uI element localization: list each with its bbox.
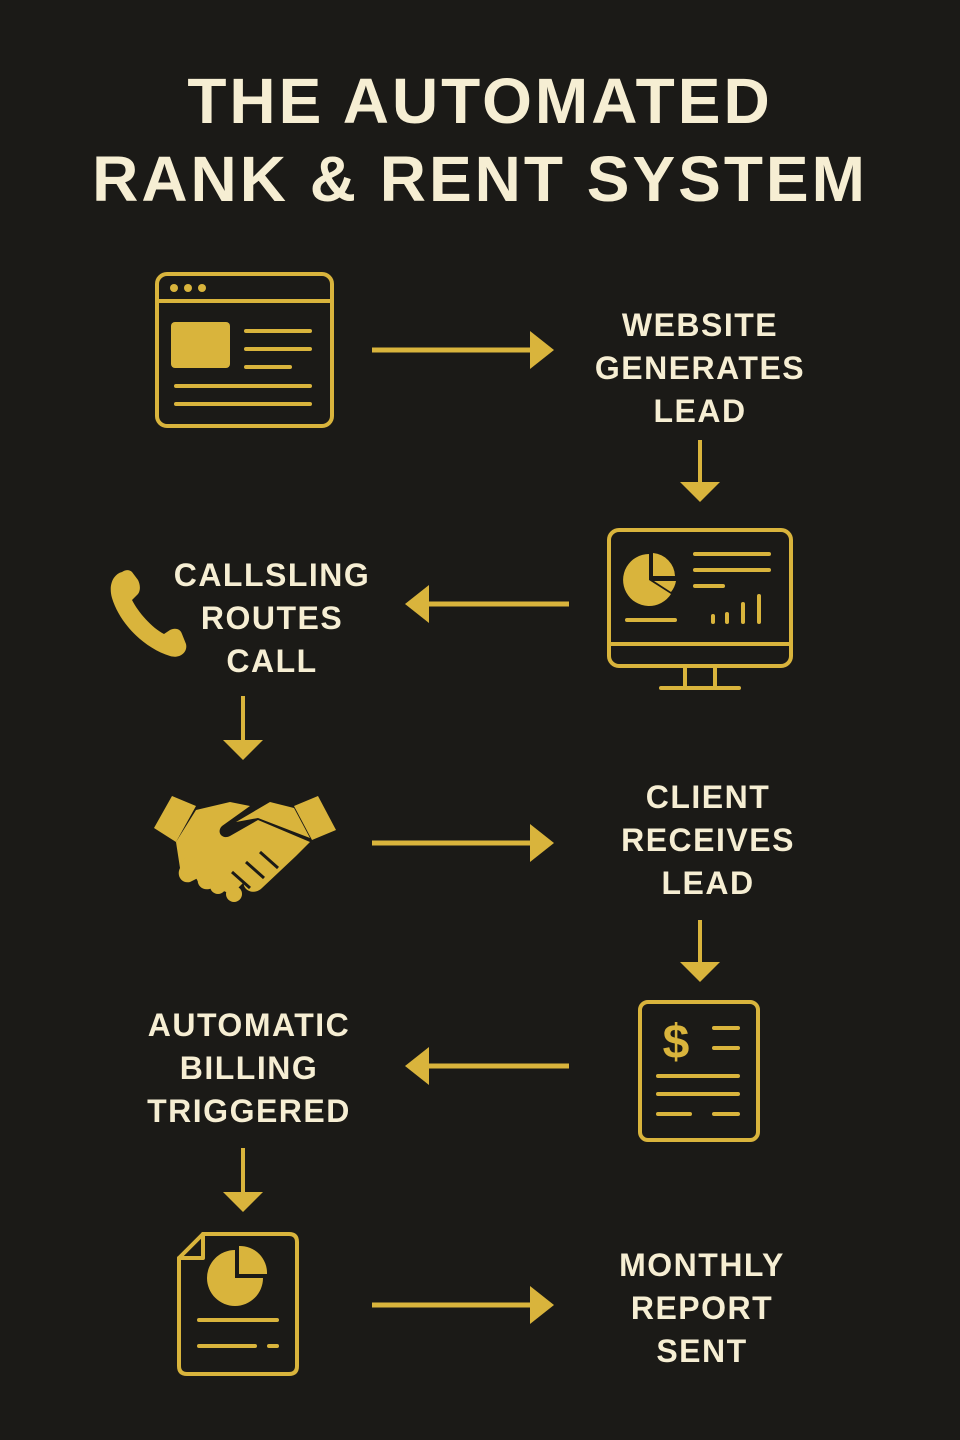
arrow-left-icon [405, 585, 569, 623]
label-line: CLIENT [645, 779, 771, 815]
step-label-monthly-report-sent: MONTHLY REPORT SENT [552, 1244, 852, 1373]
label-line: MONTHLY [619, 1247, 785, 1283]
label-line: WEBSITE [621, 307, 779, 343]
label-line: AUTOMATIC [147, 1007, 351, 1043]
arrow-right-icon [372, 1286, 554, 1324]
label-line: ROUTES [200, 600, 344, 636]
dollar-sign-icon: $ [663, 1016, 690, 1069]
label-line: RECEIVES [621, 822, 795, 858]
browser-window-icon [155, 272, 334, 428]
arrow-down-icon [223, 1148, 263, 1212]
step-label-callsling-routes-call: CALLSLING ROUTES CALL [122, 554, 422, 683]
label-line: LEAD [661, 865, 755, 901]
label-line: GENERATES [594, 350, 806, 386]
title-line-1: THE AUTOMATED [187, 65, 773, 137]
arrow-down-icon [680, 440, 720, 502]
step-label-website-generates-lead: WEBSITE GENERATES LEAD [550, 304, 850, 433]
label-line: CALL [226, 643, 318, 679]
label-line: REPORT [630, 1290, 774, 1326]
label-line: LEAD [653, 393, 747, 429]
monitor-dashboard-icon [607, 528, 793, 690]
phone-icon [110, 570, 187, 657]
page-title: THE AUTOMATED RANK & RENT SYSTEM [0, 62, 960, 218]
step-label-automatic-billing-triggered: AUTOMATIC BILLING TRIGGERED [99, 1004, 399, 1133]
label-line: TRIGGERED [147, 1093, 351, 1129]
report-document-icon [177, 1232, 299, 1376]
arrow-left-icon [405, 1047, 569, 1085]
label-line: BILLING [179, 1050, 319, 1086]
step-label-client-receives-lead: CLIENT RECEIVES LEAD [558, 776, 858, 905]
arrow-right-icon [372, 331, 554, 369]
arrow-down-icon [223, 696, 263, 760]
label-line: SENT [656, 1333, 748, 1369]
arrow-right-icon [372, 824, 554, 862]
label-line: CALLSLING [173, 557, 371, 593]
handshake-icon [154, 796, 336, 902]
title-line-2: RANK & RENT SYSTEM [92, 143, 868, 215]
arrow-down-icon [680, 920, 720, 982]
invoice-icon: $ [638, 1000, 760, 1142]
